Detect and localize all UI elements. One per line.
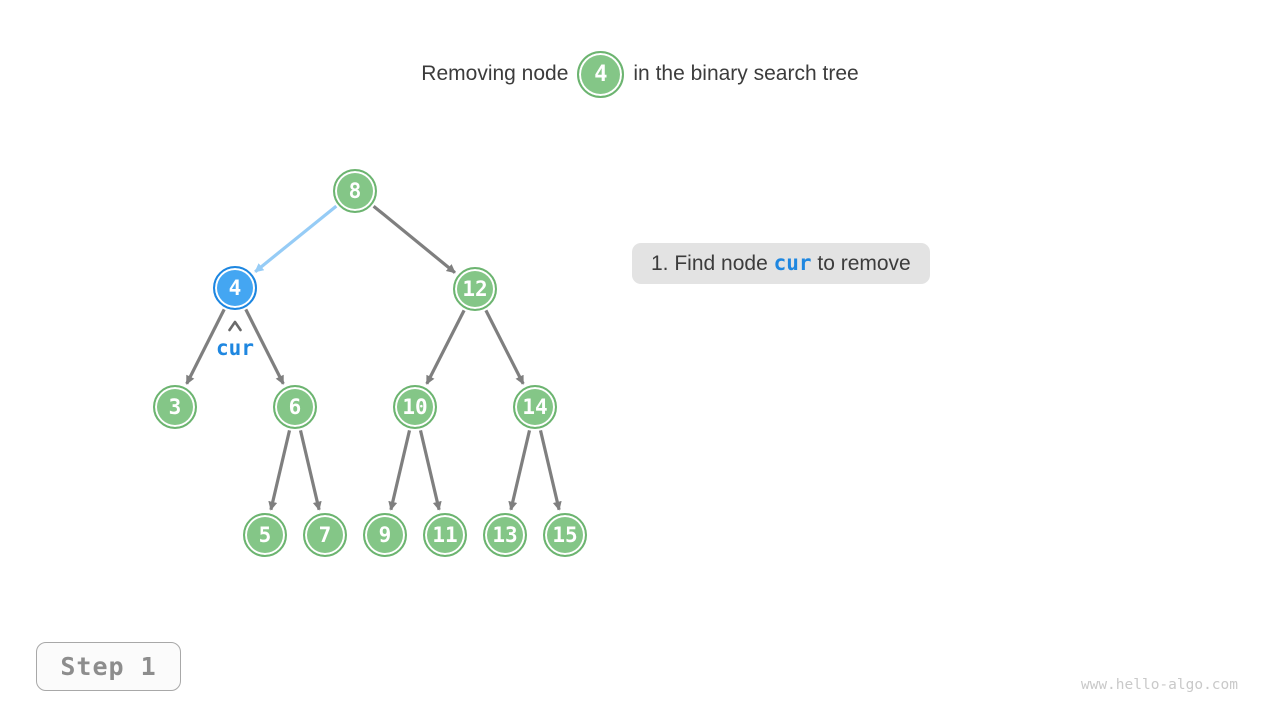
tree-node-12: 12 [453,267,497,311]
step-annotation: 1. Find node cur to remove [632,243,930,284]
tree-edge-6-7 [298,430,322,511]
step-indicator: Step 1 [36,642,181,691]
step-label: Step 1 [60,652,157,681]
tree-node-13: 13 [483,513,527,557]
tree-node-6: 6 [273,385,317,429]
tree-node-7: 7 [303,513,347,557]
tree-node-4: 4 [213,266,257,310]
cur-pointer-label: cur [216,336,254,360]
tree-edge-8-12 [372,204,456,274]
annotation-text-after: to remove [811,252,911,275]
edge-layer [185,204,562,511]
title-text-after: in the binary search tree [633,62,859,85]
tree-edge-10-9 [388,430,412,511]
tree-node-3: 3 [153,385,197,429]
tree-node-9: 9 [363,513,407,557]
title-text-before: Removing node [421,62,569,85]
tree-node-5: 5 [243,513,287,557]
tree-node-15: 15 [543,513,587,557]
title-node-circle: 4 [577,50,625,98]
watermark: www.hello-algo.com [1080,677,1238,693]
tree-edge-8-4 [254,204,338,273]
annotation-cur-keyword: cur [773,251,812,275]
tree-edge-14-13 [508,430,532,511]
tree-edge-14-15 [538,430,562,511]
annotation-text-before: 1. Find node [651,252,774,275]
tree-edge-12-10 [425,309,466,385]
tree-node-11: 11 [423,513,467,557]
tree-edge-12-14 [484,309,525,385]
cur-pointer-caret-icon [228,320,242,332]
figure-title: Removing node 4 in the binary search tre… [0,50,1280,98]
tree-node-8: 8 [333,169,377,213]
tree-node-14: 14 [513,385,557,429]
tree-edge-4-3 [185,308,226,385]
tree-edge-10-11 [418,430,442,511]
tree-edge-4-6 [244,308,285,385]
tree-edge-6-5 [268,430,292,511]
tree-node-10: 10 [393,385,437,429]
